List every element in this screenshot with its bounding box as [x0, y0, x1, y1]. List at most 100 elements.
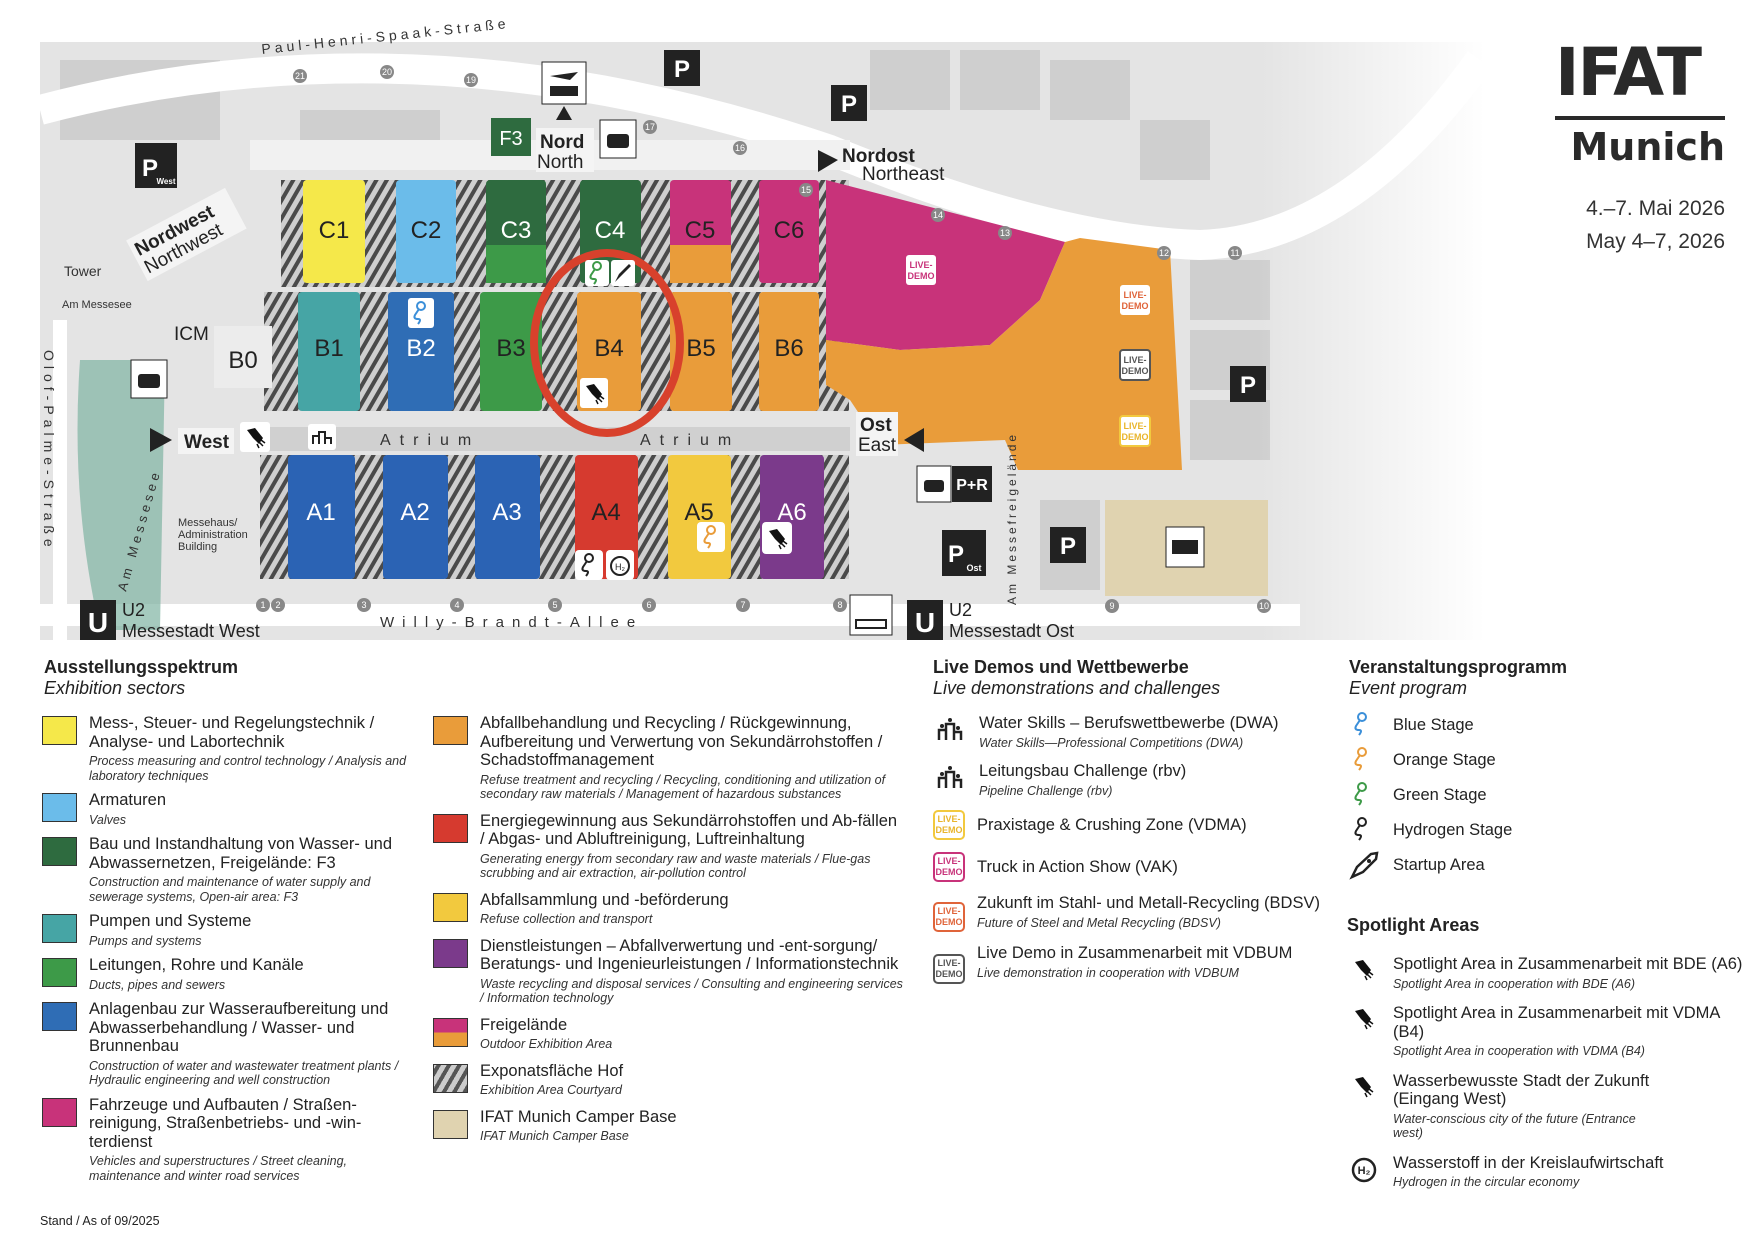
svg-text:16: 16 — [735, 143, 745, 153]
hall-b5[interactable]: B5 — [670, 292, 732, 411]
svg-text:5: 5 — [552, 600, 557, 610]
startup-rocket-icon[interactable] — [611, 260, 635, 286]
gate-14: 14 — [931, 208, 945, 222]
taxi-icon[interactable] — [130, 359, 168, 399]
sector-item: Dienstleistungen – Abfallverwertung und … — [433, 937, 903, 1006]
parking-icon[interactable]: P — [1230, 366, 1266, 402]
svg-text:P: P — [1060, 533, 1076, 560]
svg-text:B1: B1 — [314, 335, 343, 362]
hall-a2[interactable]: A2 — [383, 455, 448, 579]
svg-text:3: 3 — [361, 600, 366, 610]
hall-a4[interactable]: A4 — [575, 455, 638, 579]
area-f3[interactable] — [491, 118, 531, 156]
hall-c2[interactable]: C2 — [396, 180, 456, 283]
hall-c6[interactable]: C6 — [759, 180, 819, 283]
orange-stage-microphone-icon[interactable] — [697, 522, 725, 552]
entrance-west[interactable]: West — [150, 428, 234, 454]
hall-b2[interactable]: B2 — [388, 292, 454, 411]
hall-b3[interactable]: B3 — [480, 292, 542, 411]
svg-text:U2: U2 — [949, 600, 972, 620]
svg-text:C2: C2 — [411, 217, 442, 244]
bus-icon[interactable] — [849, 594, 893, 636]
atrium-label: Atrium — [640, 432, 740, 449]
live-demo-badge-pink[interactable]: LIVE-DEMO — [906, 255, 936, 285]
svg-text:C3: C3 — [501, 217, 532, 244]
icm-label: ICM — [174, 324, 209, 345]
hall-a1[interactable]: A1 — [288, 455, 355, 579]
svg-text:20: 20 — [382, 67, 392, 77]
hall-a5[interactable]: A5 — [668, 455, 731, 579]
svg-text:U: U — [88, 607, 108, 638]
svg-text:P: P — [674, 56, 690, 83]
svg-text:21: 21 — [295, 71, 305, 81]
event-item: Orange Stage — [1347, 745, 1747, 775]
svg-text:Administration: Administration — [178, 529, 248, 541]
hall-c3[interactable]: C3 — [486, 180, 546, 283]
hall-c1[interactable]: C1 — [303, 180, 365, 283]
airport-bus-icon[interactable] — [541, 61, 587, 120]
hall-b1[interactable]: B1 — [298, 292, 360, 411]
hydrogen-stage-microphone-icon[interactable] — [575, 550, 603, 580]
svg-text:17: 17 — [645, 122, 655, 132]
svg-text:1: 1 — [260, 600, 265, 610]
taxi-icon[interactable] — [599, 119, 637, 159]
svg-text:H₂: H₂ — [615, 562, 625, 572]
svg-text:P: P — [948, 541, 964, 568]
color-swatch — [433, 716, 468, 745]
orange-microphone-icon — [1354, 747, 1367, 771]
blue-stage-microphone-icon[interactable] — [408, 298, 434, 328]
spotlight-b4-icon[interactable] — [580, 378, 608, 408]
hydrogen-h2-icon[interactable]: H₂ — [606, 550, 634, 580]
event-item: Startup Area — [1347, 850, 1747, 880]
live-demo-item: Water Skills – Berufswettbewerbe (DWA)Wa… — [933, 714, 1323, 750]
hall-a3[interactable]: A3 — [475, 455, 540, 579]
hall-c5[interactable]: C5 — [670, 180, 731, 283]
park-and-ride-icon[interactable]: P+R — [952, 466, 992, 502]
water-skills-podium-icon[interactable] — [308, 424, 336, 450]
spotlight-west-icon[interactable] — [240, 422, 270, 452]
live-demo-badge-gray[interactable]: LIVE-DEMO — [1119, 349, 1151, 381]
green-stage-microphone-icon[interactable] — [585, 260, 609, 286]
blue-microphone-icon — [1354, 712, 1367, 736]
svg-text:B6: B6 — [774, 335, 803, 362]
ifat-logo: IFAT Munich 4.–7. Mai 2026 May 4–7, 2026 — [1555, 40, 1725, 258]
podium-icon — [937, 718, 963, 740]
taxi-icon[interactable] — [916, 465, 952, 503]
parking-icon[interactable]: P — [1050, 527, 1086, 563]
outdoor-area-orange — [826, 238, 1182, 470]
hatch-swatch — [433, 1063, 468, 1093]
hall-b0[interactable]: B0 — [214, 326, 272, 388]
parking-icon[interactable]: P — [831, 85, 867, 121]
camper-icon[interactable] — [1165, 526, 1205, 568]
svg-text:13: 13 — [1000, 228, 1010, 238]
road-paul-henri-spaak-strasse — [36, 51, 1493, 261]
svg-text:LIVE-: LIVE- — [1123, 355, 1146, 365]
svg-text:B5: B5 — [686, 335, 715, 362]
svg-text:A3: A3 — [492, 499, 521, 526]
spotlight-heading: Spotlight Areas — [1347, 915, 1480, 935]
svg-text:DEMO: DEMO — [1122, 432, 1149, 442]
svg-text:DEMO: DEMO — [1122, 301, 1149, 311]
parking-icon[interactable]: P — [664, 50, 700, 86]
events-column: Blue Stage Orange Stage Green Stage Hydr… — [1347, 710, 1747, 1190]
hall-a6[interactable]: A6 — [760, 455, 824, 579]
live-demo-badge-orange[interactable]: LIVE-DEMO — [1120, 285, 1150, 315]
hall-b6[interactable]: B6 — [759, 292, 819, 411]
live-demo-badge-yellow[interactable]: LIVE-DEMO — [1119, 415, 1151, 447]
spotlight-a6-icon[interactable] — [762, 522, 792, 554]
street-willy-brandt-allee: Willy-Brandt-Allee — [380, 614, 643, 631]
